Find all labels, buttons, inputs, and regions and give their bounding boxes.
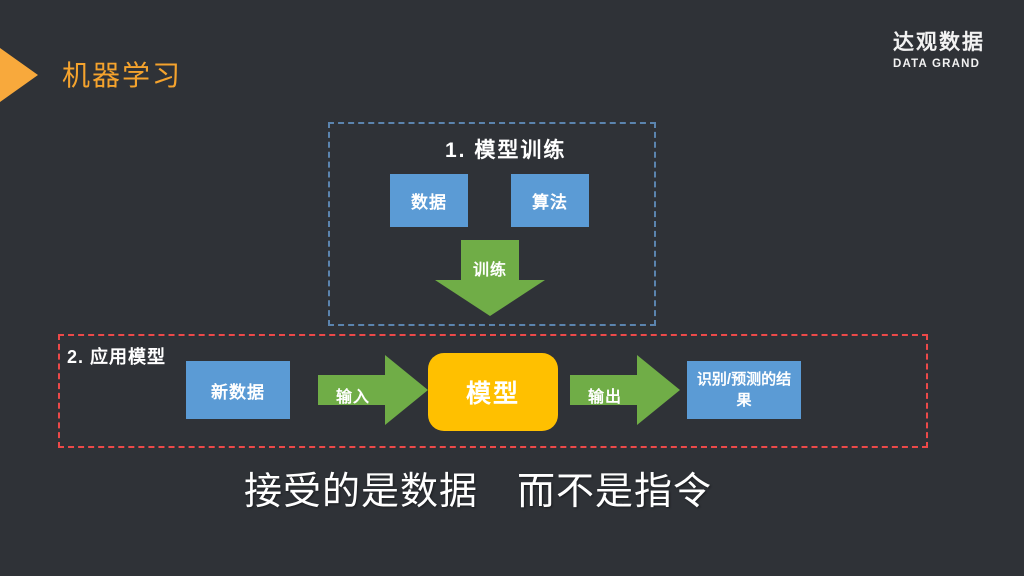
apply-section-label: 2. 应用模型 bbox=[67, 347, 167, 367]
training-section-label: 1. 模型训练 bbox=[445, 139, 567, 162]
title-marker-triangle-icon bbox=[0, 48, 38, 102]
algorithm-node: 算法 bbox=[511, 174, 589, 227]
output-right-arrow-icon bbox=[570, 355, 680, 425]
input-arrow-label: 输入 bbox=[335, 389, 370, 406]
input-right-arrow-icon bbox=[318, 355, 428, 425]
train-down-arrow-icon bbox=[435, 240, 545, 316]
brand-logo: 达观数据 DATA GRAND bbox=[893, 26, 993, 70]
train-arrow-label: 训练 bbox=[472, 262, 507, 279]
brand-logo-chinese: 达观数据 bbox=[893, 31, 985, 54]
model-node: 模型 bbox=[428, 353, 558, 431]
apply-model-section: 2. 应用模型 新数据 输入 模型 输出 识别/预测的结果 bbox=[58, 334, 928, 448]
result-node: 识别/预测的结果 bbox=[687, 361, 801, 419]
bottom-caption: 接受的是数据 而不是指令 bbox=[243, 471, 712, 513]
brand-logo-english: DATA GRAND bbox=[893, 58, 981, 70]
data-node: 数据 bbox=[390, 174, 468, 227]
new-data-node: 新数据 bbox=[186, 361, 290, 419]
model-training-section: 1. 模型训练 数据 算法 训练 bbox=[328, 122, 656, 326]
page-title: 机器学习 bbox=[62, 60, 183, 91]
output-arrow-label: 输出 bbox=[587, 389, 622, 406]
